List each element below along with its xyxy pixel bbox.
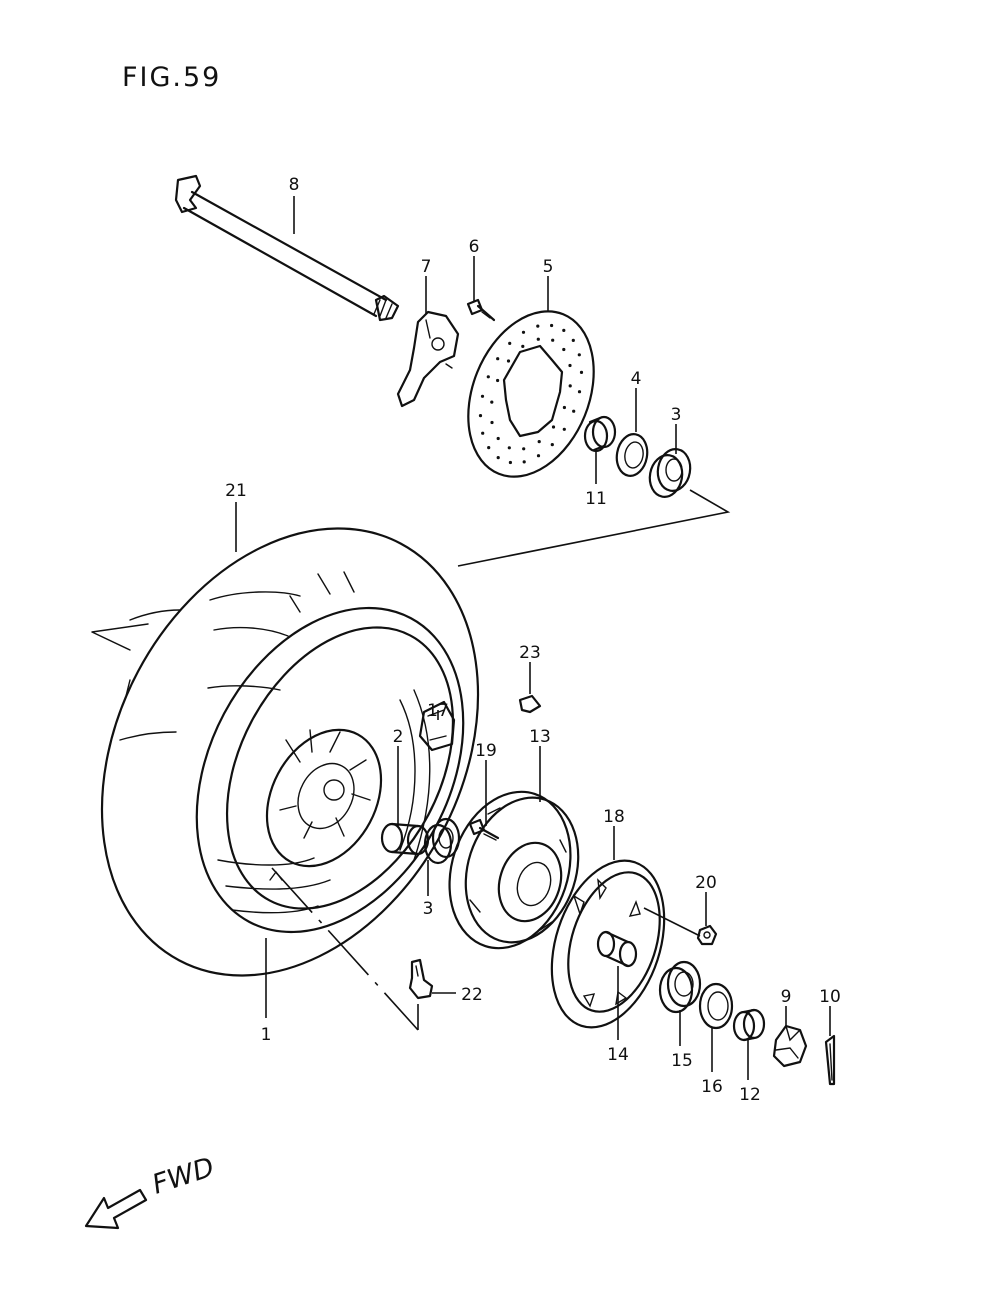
forward-arrow-icon [84,1188,148,1230]
spacer-part-12 [732,1008,766,1042]
cotter-pin-part-10 [824,1034,836,1086]
callout-14: 14 [607,1045,629,1065]
callout-3-upper: 3 [671,405,682,425]
disc-vent-hole [478,414,483,418]
callout-15: 15 [671,1051,693,1071]
fwd-label: FWD [149,1152,219,1201]
disc-vent-hole [568,384,572,388]
callout-20: 20 [695,873,717,893]
callout-7: 7 [421,257,432,277]
sprocket-part-18 [550,859,666,1029]
callout-5: 5 [543,257,554,277]
bolt-part-6 [466,298,496,322]
callout-4: 4 [631,369,642,389]
seal-part-16 [698,982,734,1030]
seal-part-4 [615,433,649,477]
disc-vent-hole [562,405,567,410]
disc-vent-hole [521,330,526,334]
disc-vent-hole [481,431,485,435]
castle-nut-part-9 [772,1024,808,1068]
disc-vent-hole [572,409,576,413]
disc-vent-hole [550,443,554,447]
callout-labels: 8 6 7 5 4 3 11 21 23 17 2 19 13 18 20 3 … [225,175,841,1105]
spacer-part-2 [380,822,430,856]
callout-11: 11 [585,489,607,509]
callout-6: 6 [469,237,480,257]
disc-vent-hole [537,440,541,444]
bearing-part-15 [658,960,702,1014]
callout-2: 2 [393,727,404,747]
disc-vent-hole [490,420,494,425]
disc-vent-hole [577,353,581,357]
disc-vent-hole [562,328,566,332]
bracket-part-7 [396,310,460,408]
callout-12: 12 [739,1085,761,1105]
disc-vent-hole [562,427,566,431]
bolt-part-19 [468,818,500,841]
disc-vent-hole [536,324,540,328]
disc-vent-hole [496,436,500,441]
disc-vent-hole [507,446,511,450]
callout-8: 8 [289,175,300,195]
collar-part-14 [596,930,638,968]
rim-part-1 [195,606,465,934]
callout-17: 17 [427,701,449,721]
disc-vent-hole [522,460,526,464]
nut-part-20 [696,924,718,946]
disc-vent-hole [496,456,500,460]
callout-16: 16 [701,1077,723,1097]
callout-10: 10 [819,987,841,1007]
disc-vent-hole [579,370,584,374]
bearing-part-3-upper [648,448,692,498]
tire-part-21 [91,527,480,977]
callout-13: 13 [529,727,551,747]
forward-direction-indicator: FWD [84,1152,219,1230]
callout-1: 1 [261,1025,272,1045]
callout-23: 23 [519,643,541,663]
callout-18: 18 [603,807,625,827]
assembly-line-upper [457,489,731,567]
disc-vent-hole [562,347,566,352]
carrier-part-13 [448,790,580,950]
disc-vent-hole [551,338,555,342]
disc-vent-hole [536,454,541,458]
callout-19: 19 [475,741,497,761]
disc-vent-hole [487,446,491,450]
axle-part-8 [174,174,400,322]
disc-vent-hole [490,400,494,404]
disc-vent-hole [568,363,572,368]
leader-lines [235,196,831,1080]
disc-vent-hole [577,390,582,394]
clip-part-23 [518,694,542,714]
callout-3-lower: 3 [423,899,434,919]
disc-vent-hole [536,337,540,341]
spacer-part-11 [583,415,617,453]
assembly-line-lower [271,867,419,1031]
damper-part-17 [418,700,456,752]
brake-disc-part-5 [467,310,595,478]
disc-vent-hole [571,338,575,342]
callout-9: 9 [781,987,792,1007]
callout-21: 21 [225,481,247,501]
callout-22: 22 [461,985,483,1005]
disc-vent-hole [521,344,525,348]
disc-vent-hole [551,425,556,429]
valve-part-22 [408,958,434,1000]
figure-title: FIG.59 [122,62,221,93]
disc-vent-hole [480,394,485,398]
disc-vent-hole [508,341,512,345]
disc-vent-hole [496,357,500,361]
disc-vent-hole [506,359,511,363]
disc-vent-hole [550,323,554,328]
disc-vent-hole [522,447,526,451]
disc-vent-hole [486,375,490,379]
disc-vent-hole [496,378,500,383]
bearing-part-3-lower [423,817,461,865]
disc-vent-hole [508,460,512,465]
